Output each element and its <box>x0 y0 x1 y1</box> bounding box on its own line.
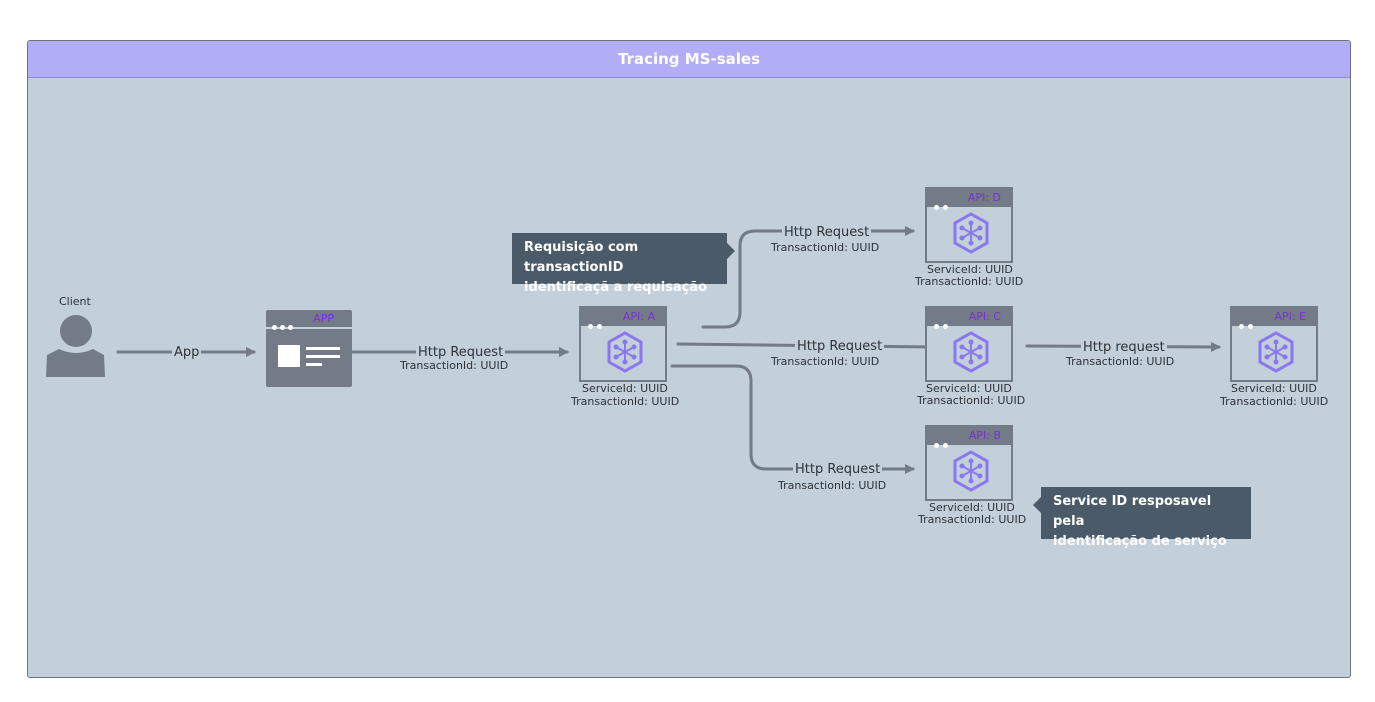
api-name: API: D <box>967 191 1001 204</box>
api-node-a: API: A <box>579 306 667 382</box>
window-dots-icon <box>934 195 952 214</box>
window-dots-icon <box>1239 314 1257 333</box>
api-name: API: E <box>1274 310 1306 323</box>
api-e-transaction: TransactionId: UUID <box>1220 395 1329 408</box>
api-c-transaction: TransactionId: UUID <box>917 394 1026 407</box>
edge-sub-a-c: TransactionId: UUID <box>771 355 880 368</box>
diagram-frame: Tracing MS-sales <box>27 40 1351 678</box>
app-image-icon <box>278 345 300 367</box>
app-text-line-icon <box>306 355 340 358</box>
api-e-service: ServiceId: UUID <box>1231 382 1317 395</box>
app-title-bar: APP <box>266 310 352 330</box>
note-transaction-line2: identificaçã a requisação <box>524 280 708 295</box>
window-dots-icon <box>934 314 952 333</box>
note-pointer <box>1033 497 1041 513</box>
api-name: API: C <box>968 310 1001 323</box>
note-transaction-line1: Requisição com transactionID <box>524 240 639 275</box>
edge-label-a-b: Http Request <box>793 462 883 477</box>
api-a-service: ServiceId: UUID <box>582 382 668 395</box>
api-node-e: API: E <box>1230 306 1318 382</box>
api-node-d: API: D <box>925 187 1013 263</box>
api-node-c: API: C <box>925 306 1013 382</box>
app-text-line-icon <box>306 347 340 350</box>
edge-label-c-e: Http request <box>1081 340 1167 355</box>
diagram-title: Tracing MS-sales <box>28 41 1350 78</box>
window-dots-icon <box>934 433 952 452</box>
edge-sub-app-a: TransactionId: UUID <box>400 359 509 372</box>
api-b-service: ServiceId: UUID <box>929 501 1015 514</box>
app-name: APP <box>313 312 334 325</box>
network-hexagon-icon <box>953 212 989 254</box>
note-service-line1: Service ID resposavel pela <box>1053 494 1212 529</box>
app-node: APP <box>266 310 352 387</box>
network-hexagon-icon <box>607 331 643 373</box>
network-hexagon-icon <box>953 331 989 373</box>
note-pointer <box>727 243 735 259</box>
client-user-icon <box>46 315 105 377</box>
edge-label-a-c: Http Request <box>795 339 885 354</box>
api-name: API: B <box>968 429 1001 442</box>
edge-label-a-d: Http Request <box>782 225 872 240</box>
client-label: Client <box>59 295 91 308</box>
edge-label-app-a: Http Request <box>416 345 506 360</box>
api-name: API: A <box>622 310 655 323</box>
window-dots-icon <box>272 315 296 334</box>
edge-label-client-app: App <box>172 345 202 360</box>
note-transaction-id: Requisição com transactionID identificaç… <box>512 233 735 295</box>
app-text-line-icon <box>306 363 322 366</box>
window-dots-icon <box>588 314 606 333</box>
edge-sub-a-d: TransactionId: UUID <box>771 241 880 254</box>
note-service-line2: identificação de serviço <box>1053 534 1227 549</box>
api-a-transaction: TransactionId: UUID <box>571 395 680 408</box>
edge-sub-c-e: TransactionId: UUID <box>1066 355 1175 368</box>
api-d-service: ServiceId: UUID <box>927 263 1013 276</box>
api-node-b: API: B <box>925 425 1013 501</box>
note-service-id: Service ID resposavel pela identificação… <box>1033 487 1251 549</box>
network-hexagon-icon <box>953 450 989 492</box>
edge-sub-a-b: TransactionId: UUID <box>778 479 887 492</box>
api-d-transaction: TransactionId: UUID <box>915 275 1024 288</box>
api-c-service: ServiceId: UUID <box>926 382 1012 395</box>
api-b-transaction: TransactionId: UUID <box>918 513 1027 526</box>
network-hexagon-icon <box>1258 331 1294 373</box>
